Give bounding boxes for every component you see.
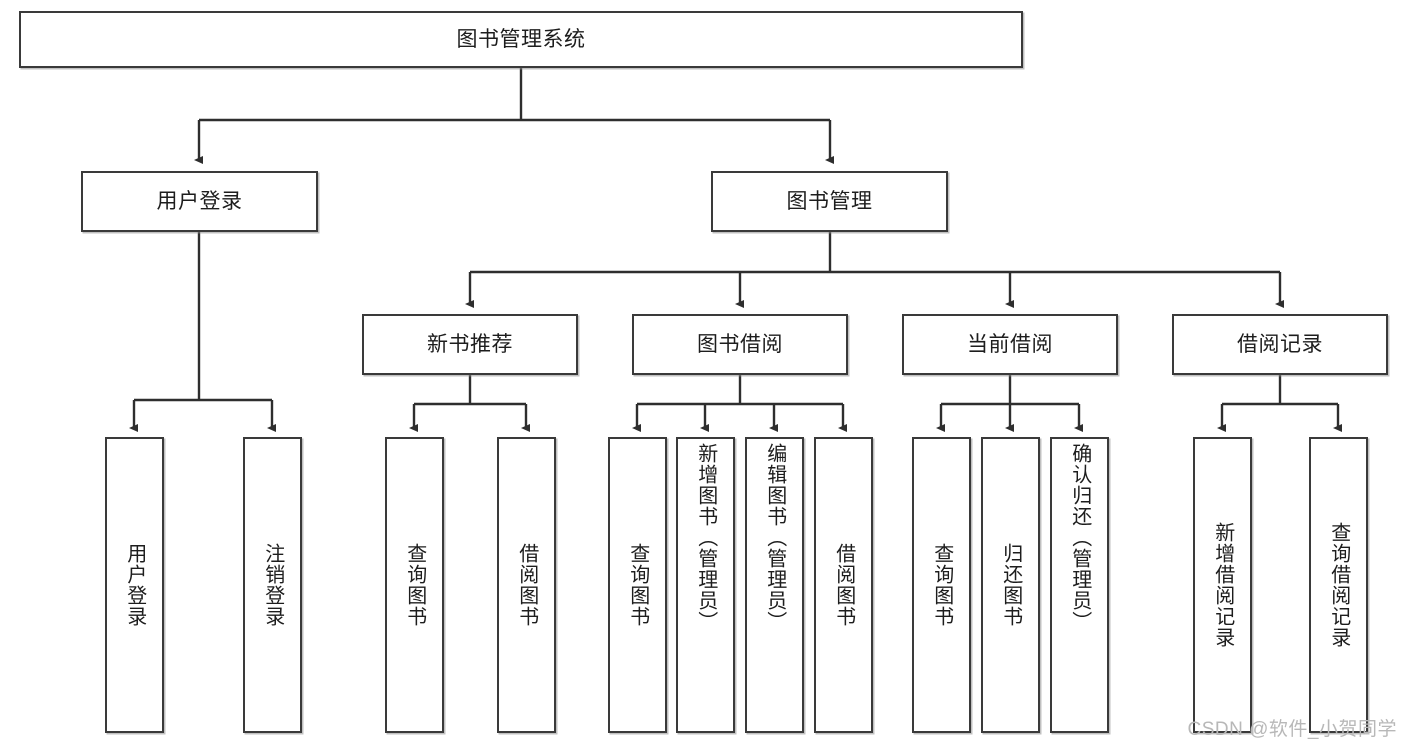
node-book-borrow[interactable]: 图书借阅	[632, 314, 848, 375]
node-book-borrow-label: 图书借阅	[697, 332, 783, 356]
leaf-current-confirm-return-label: 确认归还（管理员）	[1068, 443, 1091, 632]
node-new-book-recommend[interactable]: 新书推荐	[362, 314, 578, 375]
leaf-record-query-record-label: 查询借阅记录	[1327, 522, 1350, 648]
leaf-borrow-query-book[interactable]: 查询图书	[608, 437, 667, 733]
leaf-current-confirm-return[interactable]: 确认归还（管理员）	[1050, 437, 1109, 733]
leaf-user-login-logout-label: 注销登录	[261, 543, 284, 627]
leaf-recommend-query-book[interactable]: 查询图书	[385, 437, 444, 733]
node-user-login[interactable]: 用户登录	[81, 171, 318, 232]
leaf-borrow-query-book-label: 查询图书	[626, 543, 649, 627]
node-borrow-record[interactable]: 借阅记录	[1172, 314, 1388, 375]
leaf-record-query-record[interactable]: 查询借阅记录	[1309, 437, 1368, 733]
leaf-current-query-book[interactable]: 查询图书	[912, 437, 971, 733]
leaf-borrow-borrow-book[interactable]: 借阅图书	[814, 437, 873, 733]
node-current-borrow[interactable]: 当前借阅	[902, 314, 1118, 375]
node-current-borrow-label: 当前借阅	[967, 332, 1053, 356]
watermark: CSDN @软件_小贺同学	[1187, 719, 1397, 740]
node-book-management[interactable]: 图书管理	[711, 171, 948, 232]
leaf-current-query-book-label: 查询图书	[930, 543, 953, 627]
node-user-login-label: 用户登录	[156, 189, 243, 213]
leaf-user-login-logout[interactable]: 注销登录	[243, 437, 302, 733]
leaf-user-login-login-label: 用户登录	[123, 543, 146, 627]
node-book-management-label: 图书管理	[786, 189, 873, 213]
leaf-record-add-record-label: 新增借阅记录	[1211, 522, 1234, 648]
node-root[interactable]: 图书管理系统	[19, 11, 1023, 68]
leaf-borrow-add-book[interactable]: 新增图书（管理员）	[676, 437, 735, 733]
leaf-current-return-book[interactable]: 归还图书	[981, 437, 1040, 733]
leaf-current-return-book-label: 归还图书	[999, 543, 1022, 627]
leaf-user-login-login[interactable]: 用户登录	[105, 437, 164, 733]
leaf-borrow-edit-book-label: 编辑图书（管理员）	[763, 443, 786, 632]
node-root-label: 图书管理系统	[456, 27, 586, 51]
leaf-borrow-edit-book[interactable]: 编辑图书（管理员）	[745, 437, 804, 733]
leaf-recommend-borrow-book-label: 借阅图书	[515, 543, 538, 627]
leaf-record-add-record[interactable]: 新增借阅记录	[1193, 437, 1252, 733]
node-borrow-record-label: 借阅记录	[1237, 332, 1323, 356]
leaf-borrow-borrow-book-label: 借阅图书	[832, 543, 855, 627]
leaf-recommend-query-book-label: 查询图书	[403, 543, 426, 627]
leaf-recommend-borrow-book[interactable]: 借阅图书	[497, 437, 556, 733]
node-new-book-recommend-label: 新书推荐	[427, 332, 513, 356]
leaf-borrow-add-book-label: 新增图书（管理员）	[694, 443, 717, 632]
